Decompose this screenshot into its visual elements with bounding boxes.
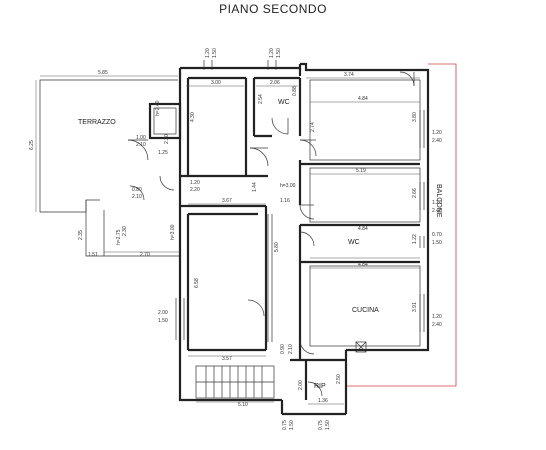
dim-label: 3.74	[344, 72, 354, 78]
dim-label: 2.00	[158, 310, 168, 316]
dim-label: 3.67	[222, 198, 232, 204]
dim-label: 2.35	[78, 230, 84, 240]
dim-label: 5.80	[274, 242, 280, 252]
dim-label: 1.20	[269, 48, 275, 58]
dim-label: 1.00	[136, 135, 146, 141]
label-rip: RIP	[314, 383, 326, 390]
dim-label: 1.36	[318, 398, 328, 404]
dim-label: 1.20	[432, 314, 442, 320]
height-storage: h=2.40	[155, 100, 161, 116]
dim-label: 3.80	[412, 112, 418, 122]
height-corridor: h=3.00	[280, 183, 296, 189]
dim-label: 2.74	[310, 122, 316, 132]
label-wc-mid: WC	[348, 239, 360, 246]
dim-label: 1.50	[158, 318, 168, 324]
dim-label: 1.44	[252, 182, 258, 192]
dim-label: 0.75	[282, 420, 288, 430]
dim-label: 2.30	[122, 226, 128, 236]
dim-label: 4.84	[358, 262, 368, 268]
dim-label: 1.20	[190, 180, 200, 186]
doors	[129, 71, 415, 397]
dim-label: 2.10	[136, 142, 146, 148]
dim-label: 1.50	[289, 420, 295, 430]
dim-label: 2.06	[270, 80, 280, 86]
dim-label: 2.70	[140, 252, 150, 258]
property-boundary	[346, 63, 457, 387]
dim-label: 4.30	[190, 112, 196, 122]
room-outlines	[175, 60, 425, 353]
dim-label: 5.85	[98, 70, 108, 76]
dim-label: 1.50	[276, 48, 282, 58]
dim-label: 2.54	[258, 94, 264, 104]
dim-label: 3.91	[412, 302, 418, 312]
building-walls	[178, 62, 430, 416]
dim-label: 0.70	[432, 232, 442, 238]
dim-label: 2.66	[412, 188, 418, 198]
dim-label: 2.10	[132, 194, 142, 200]
dim-label: 1.20	[432, 200, 442, 206]
dim-label: 2.50	[336, 374, 342, 384]
dim-label: 2.10	[288, 344, 294, 354]
label-balcone: BALCONE	[435, 184, 442, 218]
terrace-outline	[35, 75, 180, 257]
dim-label: 2.40	[432, 138, 442, 144]
height-room: h=3.00	[170, 224, 176, 240]
dim-label: 1.20	[432, 130, 442, 136]
dim-label: 2.20	[190, 187, 200, 193]
dim-label: 0.88	[292, 86, 298, 96]
dim-label: 4.84	[358, 96, 368, 102]
dim-label: 0.90	[280, 344, 286, 354]
dim-label: 1.16	[280, 198, 290, 204]
dim-label: 1.50	[432, 240, 442, 246]
plan-title: PIANO SECONDO	[219, 2, 327, 16]
dim-label: 0.80	[132, 187, 142, 193]
dim-label: 3.00	[211, 80, 221, 86]
height-left: h=2.75	[116, 229, 122, 245]
dimension-lines	[104, 77, 420, 405]
dim-label: 1.22	[412, 234, 418, 244]
dim-label: 5.19	[356, 168, 366, 174]
dim-label: 1.50	[325, 420, 331, 430]
label-cucina: CUCINA	[352, 307, 379, 314]
dim-label: 1.51	[88, 252, 98, 258]
dim-label: 1.20	[205, 48, 211, 58]
dim-label: 0.75	[318, 420, 324, 430]
dim-label: 4.84	[358, 226, 368, 232]
dim-label: 2.00	[298, 380, 304, 390]
dim-label: 6.25	[29, 140, 35, 150]
dim-label: 2.40	[432, 208, 442, 214]
dim-label: 5.10	[238, 402, 248, 408]
label-wc-top: WC	[278, 99, 290, 106]
label-terrazzo: TERRAZZO	[78, 119, 116, 126]
dim-label: 1.50	[212, 48, 218, 58]
dim-label: 1.25	[158, 150, 168, 156]
dim-label: 6.58	[194, 278, 200, 288]
dim-label: 2.40	[432, 322, 442, 328]
storage-room	[127, 102, 182, 161]
dim-label: 3.57	[222, 356, 232, 362]
dim-label: 2.20	[164, 134, 170, 144]
staircase	[195, 365, 275, 399]
